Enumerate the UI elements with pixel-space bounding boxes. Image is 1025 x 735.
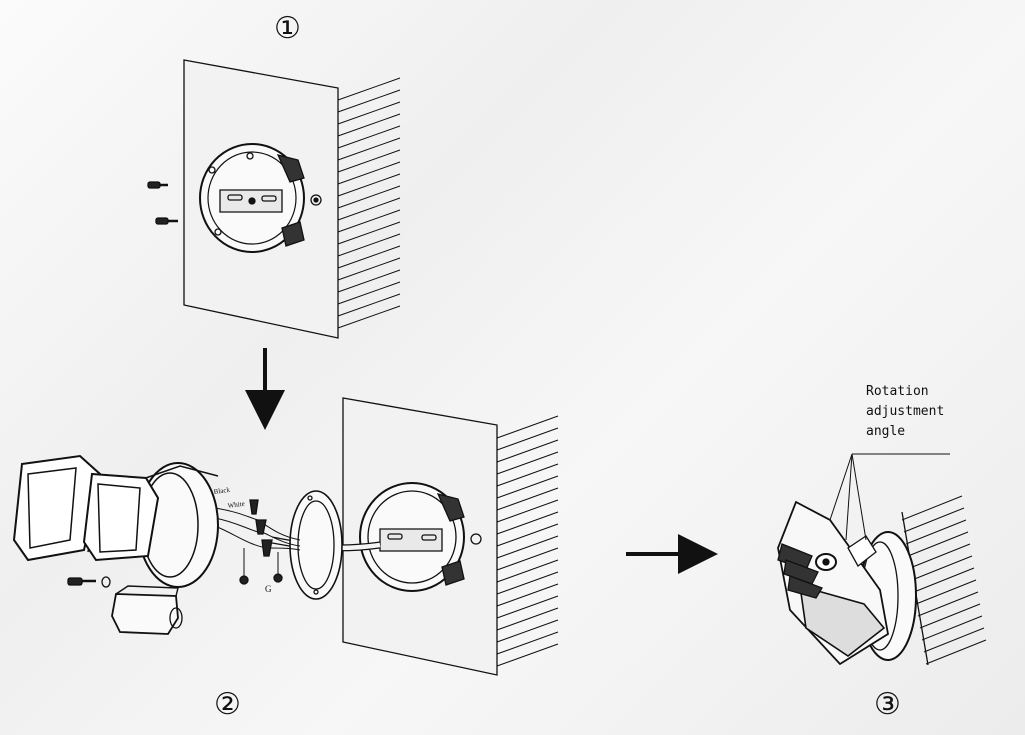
junction-box-2 — [359, 482, 482, 592]
wire-bundle — [214, 507, 301, 578]
step-2-label: ② — [214, 687, 241, 722]
callout-line-2: adjustment — [866, 404, 945, 419]
gasket-ring — [289, 490, 343, 600]
wire-nut-icon-3 — [261, 539, 273, 557]
step-1-label: ① — [274, 11, 301, 46]
wall-hatching-1 — [337, 77, 401, 329]
step-3-group — [777, 453, 987, 666]
fixture-housing — [137, 462, 219, 588]
callout-line-1: Rotation — [866, 384, 929, 399]
wire-label-ground: G — [265, 584, 272, 594]
wall-hatching-3 — [901, 495, 987, 665]
junction-box-1 — [199, 143, 322, 253]
rotation-callout-text: Rotation adjustment angle — [866, 382, 944, 442]
step-2-group: Black White G — [12, 397, 559, 676]
screw-icon-1b — [155, 217, 178, 225]
wire-label-white: White — [227, 500, 245, 510]
wire-label-black: Black — [213, 486, 231, 496]
screw-icon-1a — [147, 181, 168, 189]
wire-nut-icon-1 — [249, 499, 259, 515]
ground-screw-icon-2 — [273, 573, 283, 583]
ground-screw-icon-1 — [239, 575, 249, 585]
wall-hatching-2 — [496, 415, 559, 667]
lamp-head-right — [82, 472, 160, 562]
motion-sensor-icon — [111, 585, 183, 635]
rotated-lamp-head — [777, 500, 889, 666]
wire-nut-icon-2 — [255, 519, 267, 535]
callout-line-3: angle — [866, 424, 906, 439]
callout-leader-lines — [829, 453, 950, 541]
step-3-label: ③ — [874, 687, 901, 722]
mounting-screw-icon — [67, 576, 111, 588]
step-1-group — [147, 59, 401, 339]
